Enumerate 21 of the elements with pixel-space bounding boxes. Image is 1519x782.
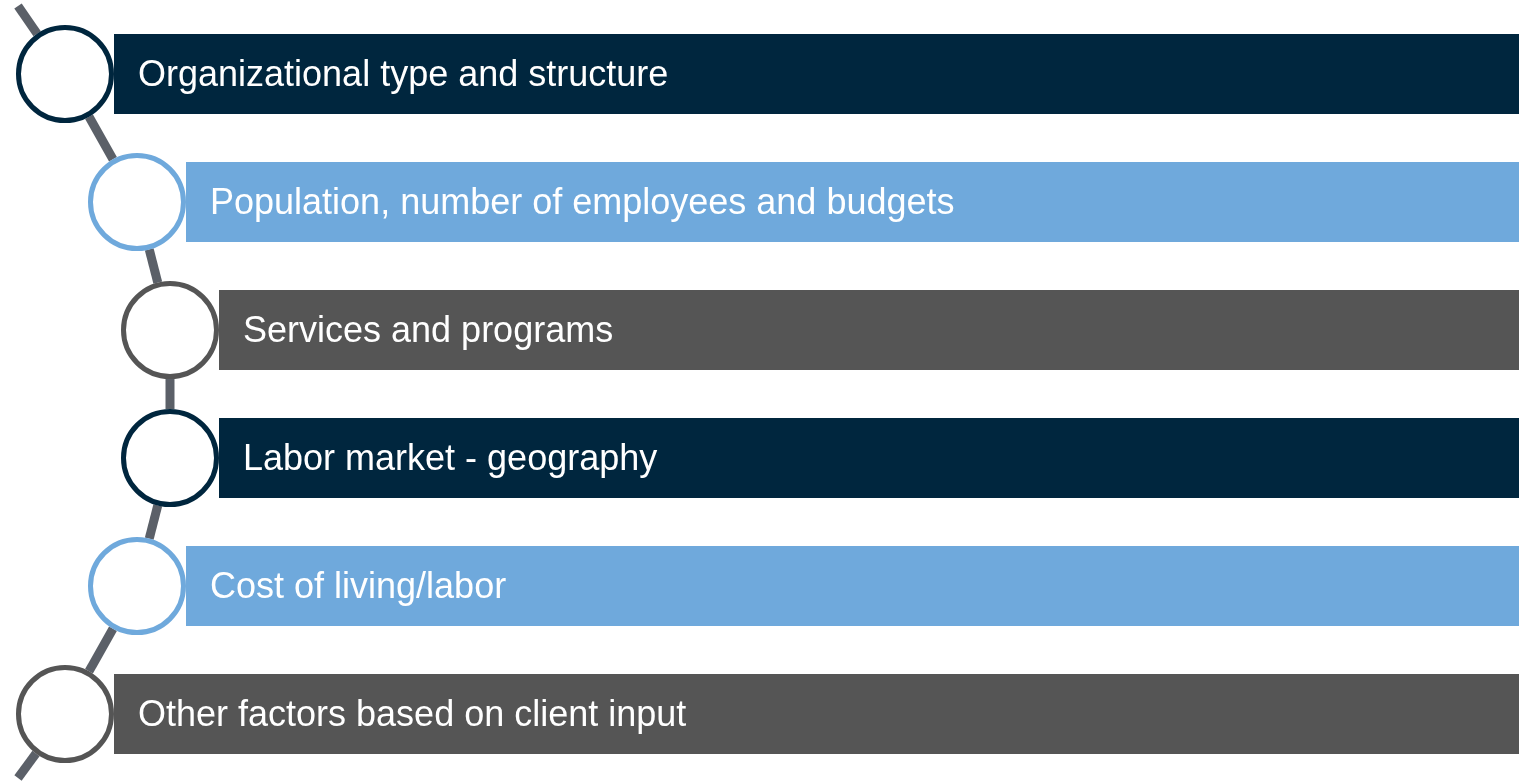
item-text: Labor market - geography [243, 437, 658, 479]
list-bar [114, 34, 1519, 114]
item-text: Services and programs [243, 309, 614, 351]
connector-line [14, 3, 41, 37]
item-text: Cost of living/labor [210, 565, 507, 607]
connector-line [85, 114, 117, 162]
connector-line [144, 248, 163, 284]
bullet-circle [16, 25, 114, 123]
list-bar [219, 418, 1519, 498]
bullet-circle [16, 665, 114, 763]
connector-line [144, 504, 163, 540]
list-bar [219, 290, 1519, 370]
connector-line [85, 626, 117, 674]
list-bar [186, 546, 1519, 626]
item-text: Organizational type and structure [138, 53, 669, 95]
list-bar [186, 162, 1519, 242]
item-text: Population, number of employees and budgets [210, 181, 955, 223]
connector-line [14, 750, 40, 781]
connector-line [165, 379, 175, 409]
item-text: Other factors based on client input [138, 693, 687, 735]
list-bar [114, 674, 1519, 754]
